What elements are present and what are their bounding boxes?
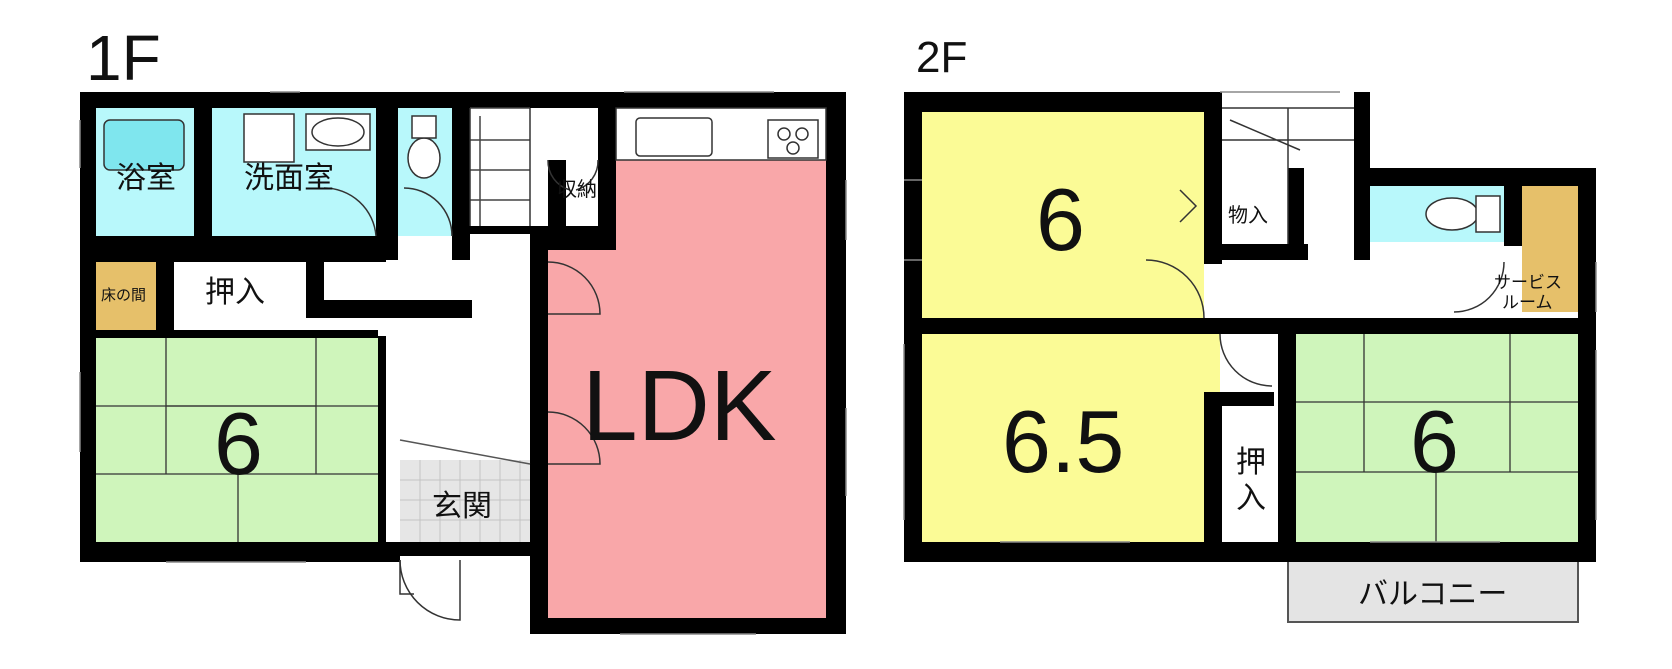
room-label-ldk: LDK: [582, 350, 777, 462]
room-label-washroom: 洗面室: [244, 162, 334, 195]
room-label-closet-1f: 押入: [205, 276, 265, 309]
floor-2f: 2F: [903, 33, 1597, 623]
tatami-lines-1f: [96, 336, 378, 542]
washing-machine-icon: [243, 113, 295, 163]
room-a-fill: [922, 112, 1204, 318]
room-label-entrance: 玄関: [432, 490, 492, 523]
kitchen-sink-icon: [635, 117, 713, 157]
entrance-tiles: [400, 460, 530, 542]
room-label-tokonoma: 床の間: [101, 287, 146, 304]
room-label-service-2: ルーム: [1502, 293, 1553, 312]
service-room-fill: [1522, 186, 1578, 312]
room-label-storage: 収納: [557, 178, 597, 201]
fixtures-1f: [79, 91, 847, 635]
tokonoma-fill: [96, 262, 156, 330]
room-label-closet-2f-1: 押: [1236, 446, 1266, 479]
stairs-2f: [1222, 107, 1354, 244]
stairs-1f: [469, 108, 531, 226]
kitchen-counter: [615, 107, 827, 161]
room-label-2f-b: 6.5: [1002, 392, 1124, 491]
tatami-lines-2f: [1296, 334, 1578, 542]
toilet-icon-1f: [407, 137, 441, 179]
floor-label-2f: 2F: [916, 33, 967, 82]
walls-2f: [904, 92, 1596, 562]
stove-icon: [767, 119, 819, 159]
room-label-service-1: サービス: [1494, 273, 1562, 292]
room-label-storeroom: 物入: [1228, 204, 1268, 227]
room-label-washitsu-1f: 6: [214, 394, 263, 493]
washitsu-1f-fill: [96, 336, 378, 542]
bathtub-icon: [103, 119, 185, 171]
room-label-balcony: バルコニー: [1358, 578, 1507, 611]
walls-1f: [80, 92, 846, 634]
room-label-bath: 浴室: [116, 162, 176, 195]
room-label-2f-a: 6: [1036, 170, 1085, 269]
ldk-fill: [548, 106, 826, 618]
fixtures-2f: [903, 91, 1597, 543]
washitsu-2f-fill: [1296, 334, 1578, 542]
room-b-fill: [922, 334, 1220, 542]
floor-label-1f: 1F: [86, 22, 161, 94]
sink-icon: [305, 113, 371, 151]
floor-1f: 1F: [79, 22, 847, 635]
toilet-icon-2f: [1425, 197, 1479, 231]
room-label-washitsu-2f: 6: [1410, 392, 1459, 491]
balcony-fill: [1287, 559, 1579, 623]
room-label-closet-2f-2: 入: [1236, 482, 1266, 515]
